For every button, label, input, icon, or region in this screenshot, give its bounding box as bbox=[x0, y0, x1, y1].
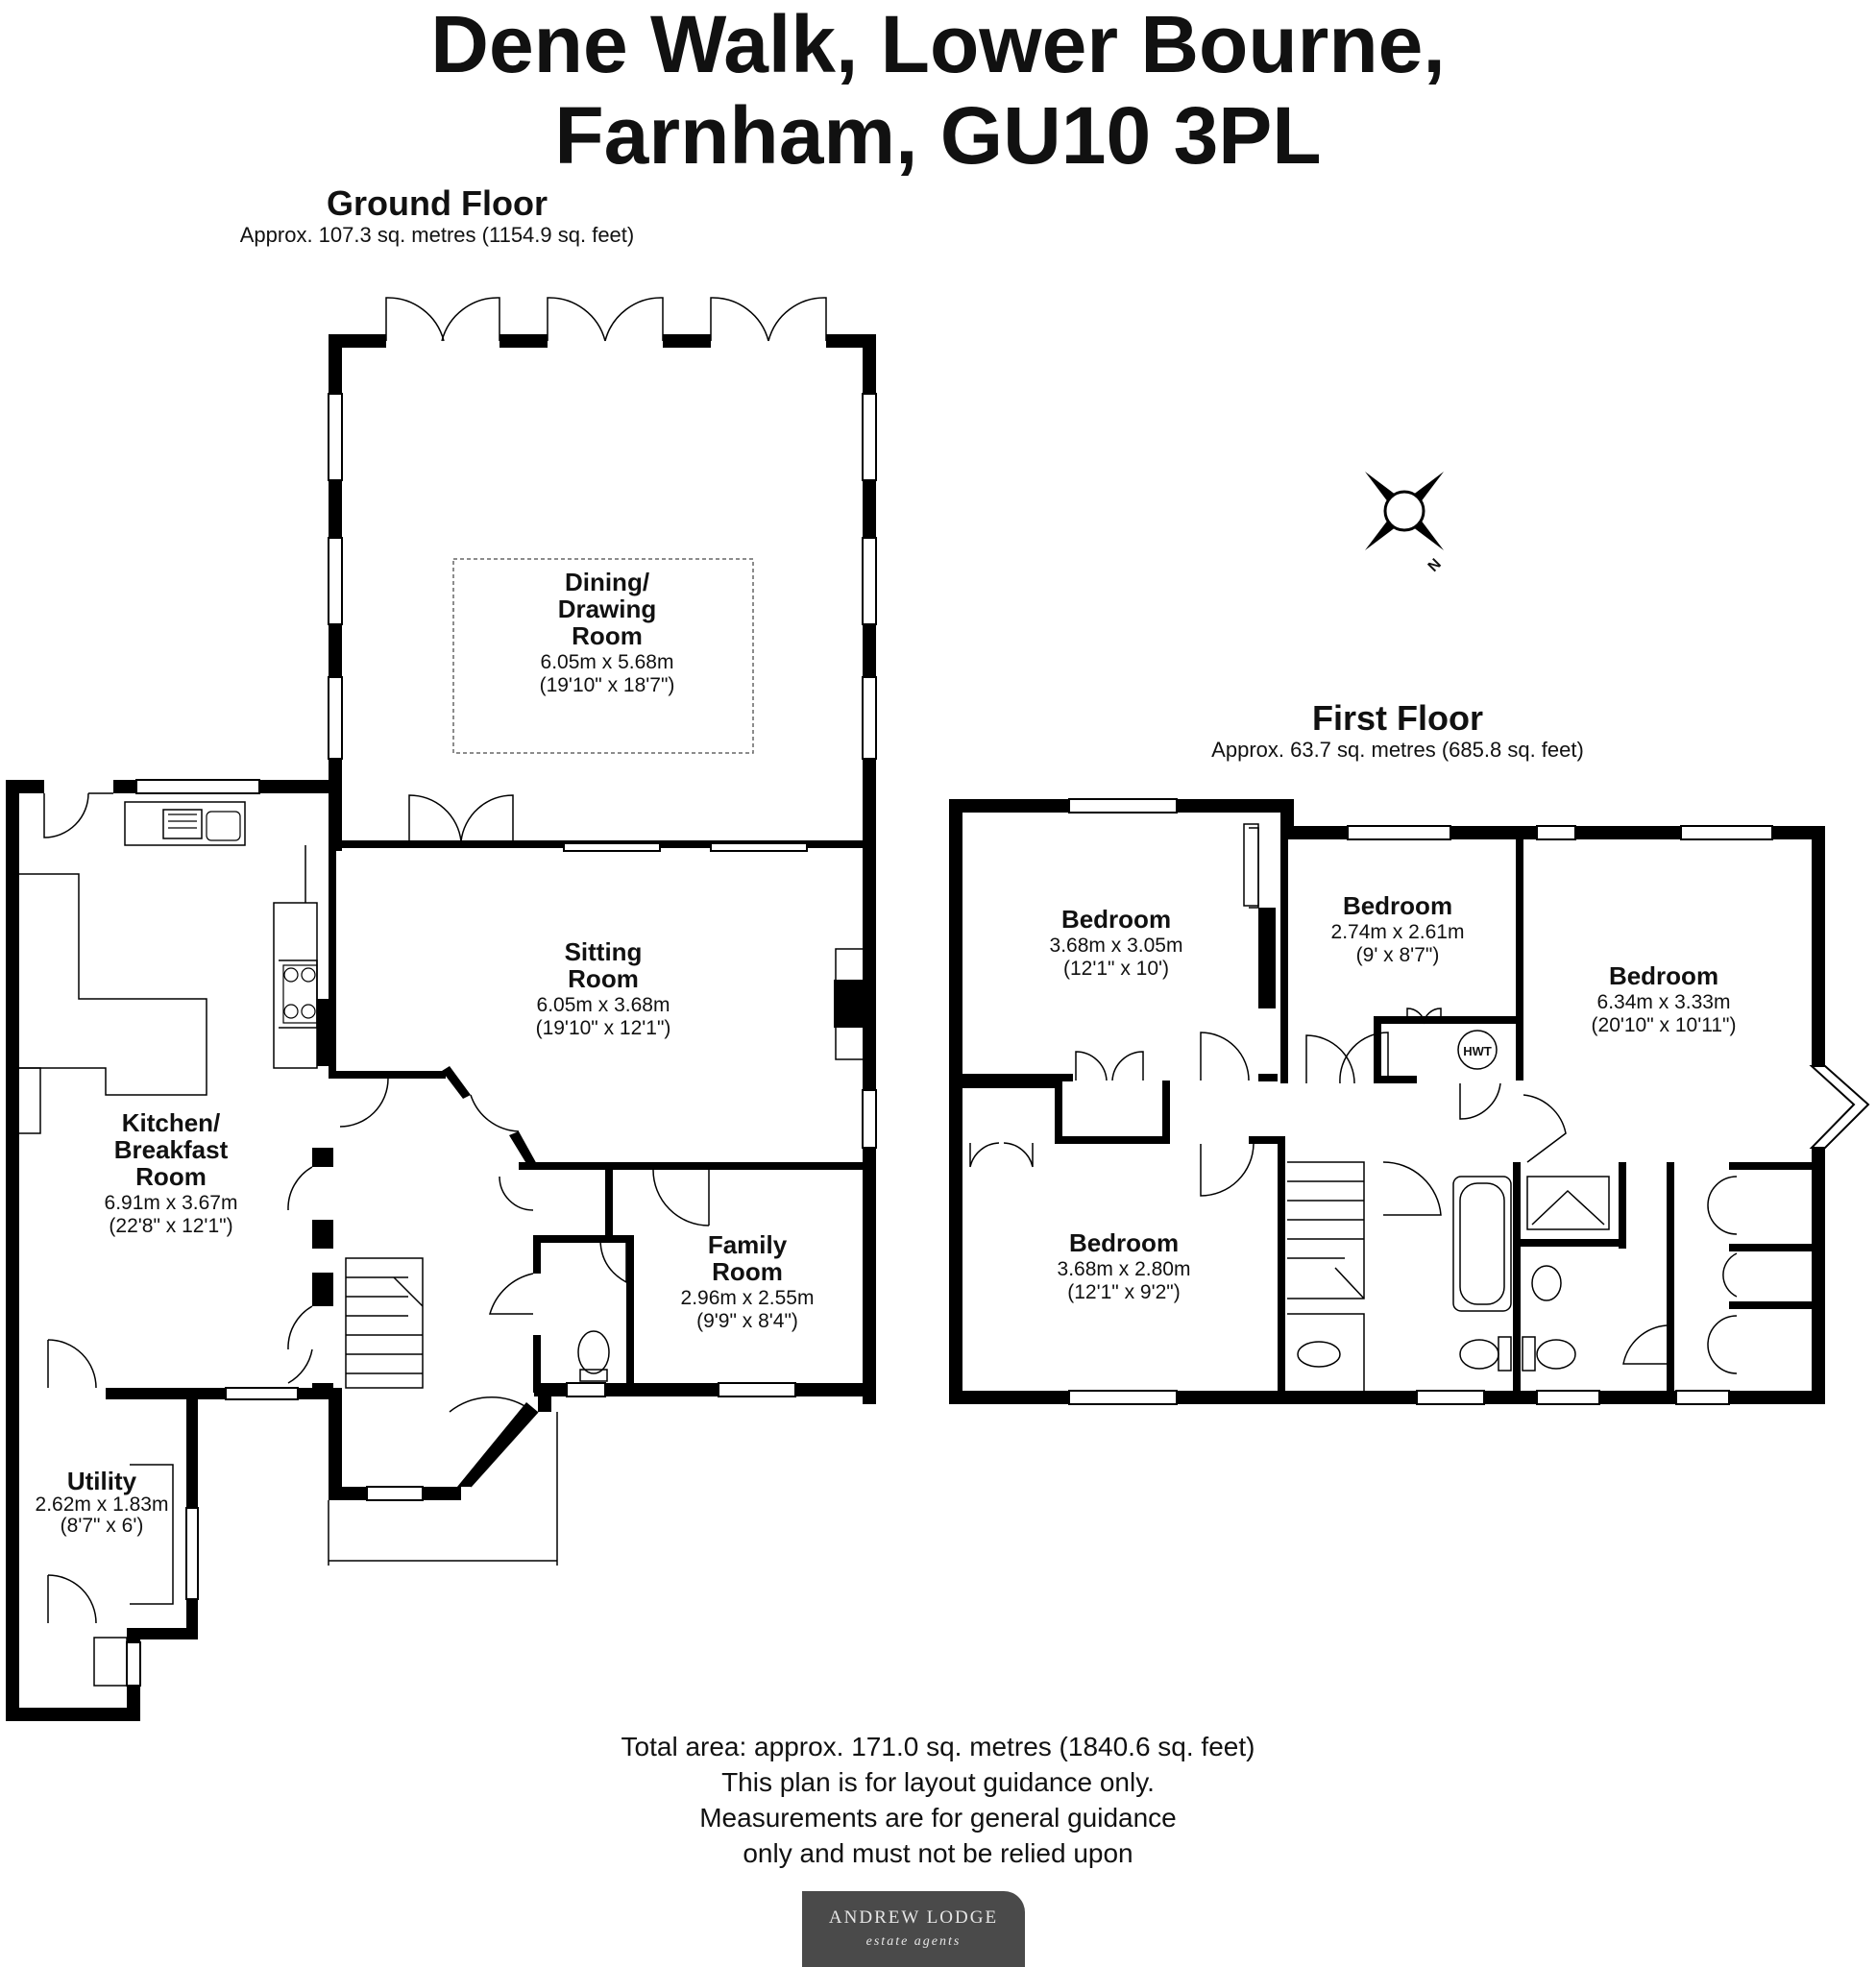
room-label-bedroom-4: Bedroom 3.68m x 2.80m (12'1" x 9'2") bbox=[1058, 1228, 1191, 1303]
room-name: Utility bbox=[67, 1467, 137, 1495]
room-dimensions-imperial: (9'9" x 8'4") bbox=[696, 1310, 798, 1332]
first-floor-title: First Floor bbox=[1312, 698, 1483, 738]
room-name: Room bbox=[135, 1162, 207, 1191]
room-dimensions-imperial: (12'1" x 10') bbox=[1063, 958, 1169, 980]
room-name: Room bbox=[712, 1257, 783, 1286]
room-name: Breakfast bbox=[114, 1135, 229, 1164]
agent-tagline: estate agents bbox=[865, 1934, 962, 1949]
room-name: Dining/ bbox=[565, 568, 649, 596]
compass-north-label: N bbox=[1425, 556, 1445, 575]
total-area: Total area: approx. 171.0 sq. metres (18… bbox=[621, 1732, 1255, 1761]
compass-icon bbox=[1364, 471, 1445, 551]
room-label-sitting: Sitting Room 6.05m x 3.68m (19'10" x 12'… bbox=[536, 937, 671, 1039]
first-floor-area: Approx. 63.7 sq. metres (685.8 sq. feet) bbox=[1211, 738, 1584, 762]
room-dimensions-metric: 2.74m x 2.61m bbox=[1331, 921, 1465, 943]
room-dimensions-metric: 6.05m x 3.68m bbox=[537, 994, 670, 1016]
room-dimensions-imperial: (22'8" x 12'1") bbox=[109, 1215, 232, 1237]
room-dimensions-metric: 2.96m x 2.55m bbox=[681, 1287, 815, 1309]
room-name: Room bbox=[568, 964, 639, 993]
hwt-label: HWT bbox=[1463, 1044, 1492, 1058]
agent-name: ANDREW LODGE bbox=[828, 1907, 999, 1928]
ground-floor-plan bbox=[6, 297, 877, 1721]
first-floor-heading: First Floor Approx. 63.7 sq. metres (685… bbox=[1153, 699, 1643, 763]
room-label-bedroom-1: Bedroom 3.68m x 3.05m (12'1" x 10') bbox=[1050, 905, 1183, 980]
room-dimensions-imperial: (20'10" x 10'11") bbox=[1592, 1014, 1737, 1036]
disclaimer-line: This plan is for layout guidance only. bbox=[721, 1767, 1155, 1797]
room-label-kitchen: Kitchen/ Breakfast Room 6.91m x 3.67m (2… bbox=[105, 1108, 238, 1237]
room-label-dining: Dining/ Drawing Room 6.05m x 5.68m (19'1… bbox=[540, 568, 675, 696]
room-dimensions-imperial: (9' x 8'7") bbox=[1356, 944, 1440, 966]
room-name: Bedroom bbox=[1069, 1228, 1179, 1257]
room-dimensions-imperial: (19'10" x 12'1") bbox=[536, 1017, 671, 1039]
room-label-family: Family Room 2.96m x 2.55m (9'9" x 8'4") bbox=[681, 1230, 815, 1332]
room-label-utility: Utility 2.62m x 1.83m (8'7" x 6') bbox=[36, 1467, 169, 1537]
agent-logo: ANDREW LODGE estate agents bbox=[802, 1891, 1025, 1967]
room-name: Kitchen/ bbox=[122, 1108, 221, 1137]
property-address-line1: Dene Walk, Lower Bourne, bbox=[430, 0, 1446, 89]
ground-floor-title: Ground Floor bbox=[327, 183, 548, 223]
room-dimensions-imperial: (8'7" x 6') bbox=[61, 1515, 144, 1537]
room-name: Bedroom bbox=[1343, 891, 1452, 920]
room-dimensions-metric: 6.91m x 3.67m bbox=[105, 1192, 238, 1214]
room-dimensions-metric: 3.68m x 2.80m bbox=[1058, 1258, 1191, 1280]
footer-notes: Total area: approx. 171.0 sq. metres (18… bbox=[0, 1729, 1876, 1871]
ground-floor-heading: Ground Floor Approx. 107.3 sq. metres (1… bbox=[221, 184, 653, 248]
room-name: Drawing bbox=[558, 595, 657, 623]
ground-floor-area: Approx. 107.3 sq. metres (1154.9 sq. fee… bbox=[239, 223, 635, 247]
first-floor-plan bbox=[949, 798, 1870, 1405]
room-dimensions-metric: 6.05m x 5.68m bbox=[541, 651, 674, 673]
room-label-bedroom-2: Bedroom 2.74m x 2.61m (9' x 8'7") bbox=[1331, 891, 1465, 966]
room-dimensions-metric: 6.34m x 3.33m bbox=[1597, 991, 1731, 1013]
room-dimensions-imperial: (12'1" x 9'2") bbox=[1067, 1281, 1180, 1303]
room-name: Family bbox=[708, 1230, 788, 1259]
disclaimer-line: Measurements are for general guidance bbox=[699, 1803, 1177, 1833]
room-name: Room bbox=[572, 621, 643, 650]
room-dimensions-imperial: (19'10" x 18'7") bbox=[540, 674, 675, 696]
room-label-bedroom-3: Bedroom 6.34m x 3.33m (20'10" x 10'11") bbox=[1592, 961, 1737, 1036]
room-name: Bedroom bbox=[1061, 905, 1171, 934]
disclaimer-line: only and must not be relied upon bbox=[743, 1838, 1133, 1868]
room-name: Bedroom bbox=[1609, 961, 1718, 990]
property-address-line2: Farnham, GU10 3PL bbox=[554, 90, 1322, 181]
room-dimensions-metric: 2.62m x 1.83m bbox=[36, 1493, 169, 1516]
room-name: Sitting bbox=[565, 937, 643, 966]
room-dimensions-metric: 3.68m x 3.05m bbox=[1050, 935, 1183, 957]
